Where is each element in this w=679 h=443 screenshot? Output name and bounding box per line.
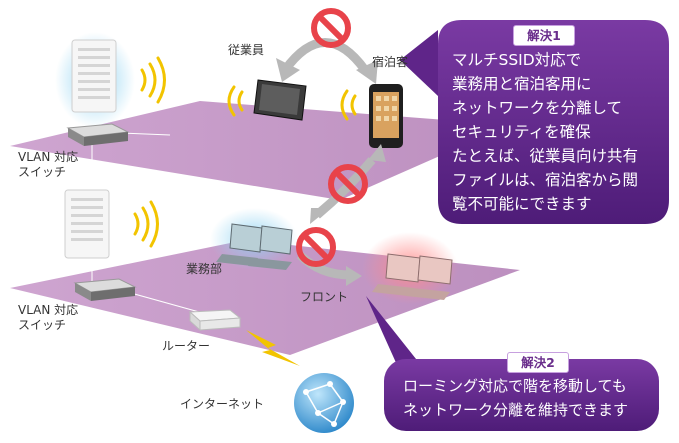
access-point-top-icon	[55, 32, 135, 128]
wifi-icon	[133, 56, 357, 248]
lightning-icon	[246, 330, 300, 366]
guest-label: 宿泊客	[372, 55, 409, 69]
vlan-switch-top-icon	[66, 123, 130, 146]
solution2-title: 解決2	[507, 352, 569, 373]
solution2-callout	[366, 296, 659, 431]
guest-smartphone-icon	[369, 84, 403, 148]
solution1-title: 解決1	[513, 25, 575, 46]
internet-globe-icon	[294, 373, 354, 433]
vlan-switch-top-label: VLAN 対応 スイッチ	[18, 150, 79, 179]
vlan-switch-bottom-label: VLAN 対応 スイッチ	[18, 303, 79, 332]
business-dept-label: 業務部	[186, 262, 223, 276]
prohibited-icon	[296, 8, 368, 267]
solution1-body: マルチSSID対応で 業務用と宿泊客用に ネットワークを分離して セキュリティを…	[452, 51, 639, 213]
internet-label: インターネット	[180, 397, 265, 411]
router-label: ルーター	[162, 339, 211, 353]
business-laptops-icon	[210, 208, 298, 270]
solution1-callout	[400, 20, 669, 224]
staff-label: 従業員	[228, 43, 265, 57]
access-point-bottom-icon	[64, 189, 110, 259]
router-icon	[188, 309, 242, 332]
solution2-body: ローミング対応で階を移動しても ネットワーク分離を維持できます	[403, 377, 629, 419]
vlan-switch-bottom-icon	[73, 278, 137, 301]
staff-tablet-icon	[253, 79, 307, 121]
front-label: フロント	[300, 290, 349, 304]
front-laptops-icon	[362, 232, 458, 304]
